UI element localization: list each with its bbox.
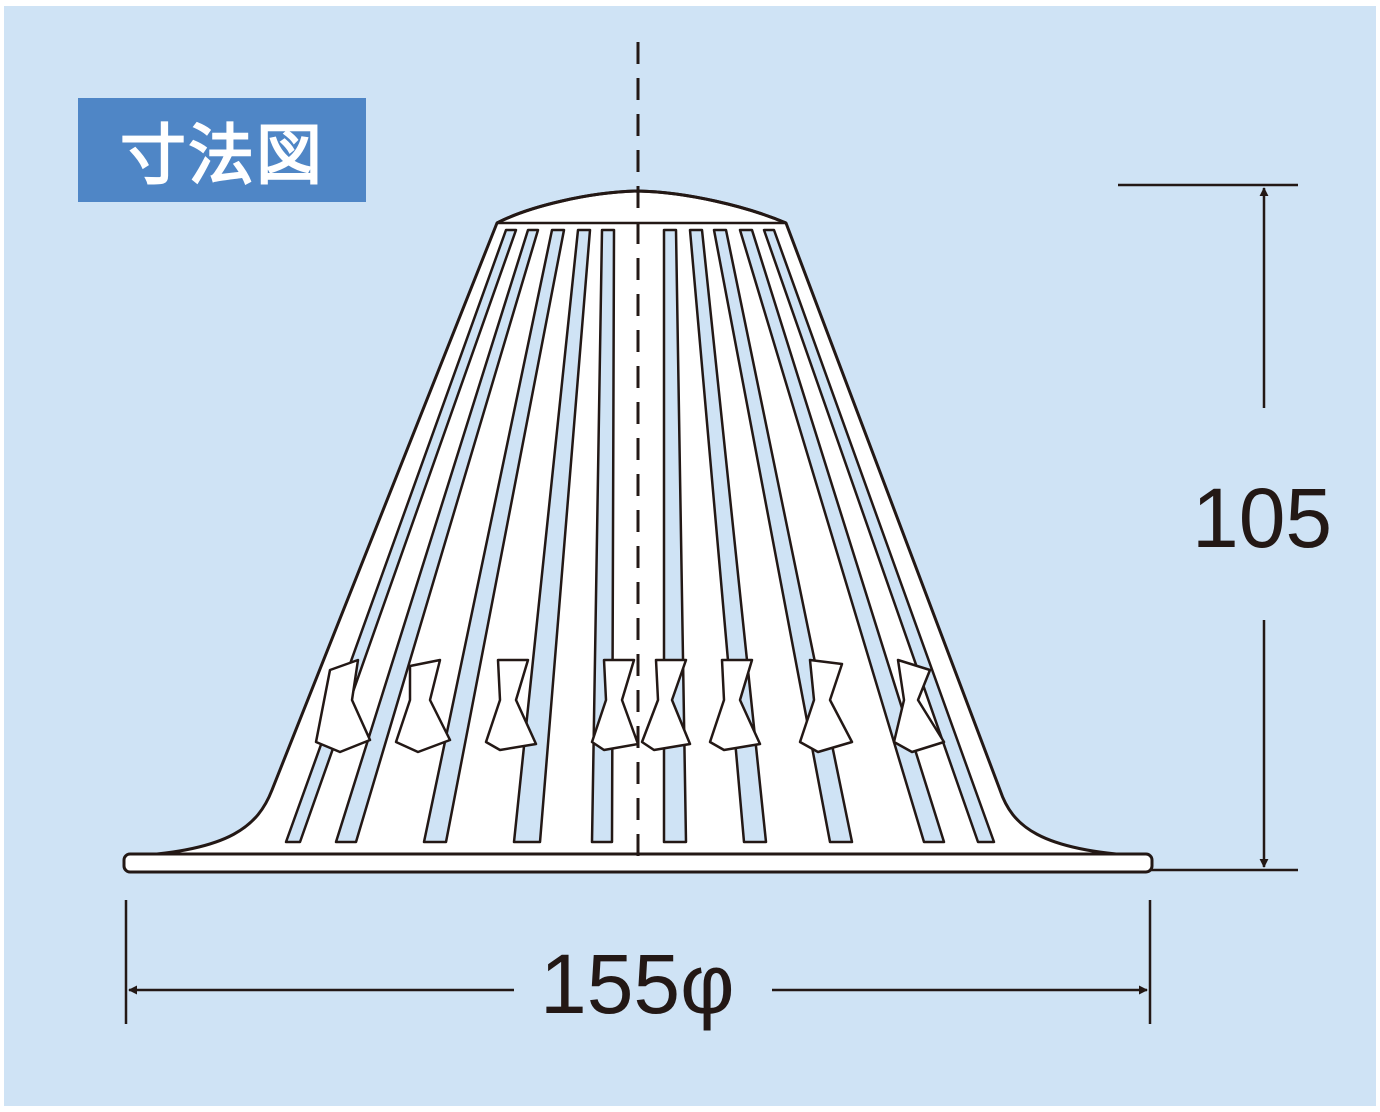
width-dimension bbox=[124, 900, 1152, 1024]
height-dimension-label: 105 bbox=[1190, 470, 1335, 566]
reinforcing-ring bbox=[314, 658, 946, 754]
width-dimension-label: 155φ bbox=[530, 938, 745, 1030]
height-dimension bbox=[1118, 183, 1298, 872]
base-flange bbox=[122, 852, 1154, 874]
title-badge: 寸法図 bbox=[78, 98, 366, 202]
